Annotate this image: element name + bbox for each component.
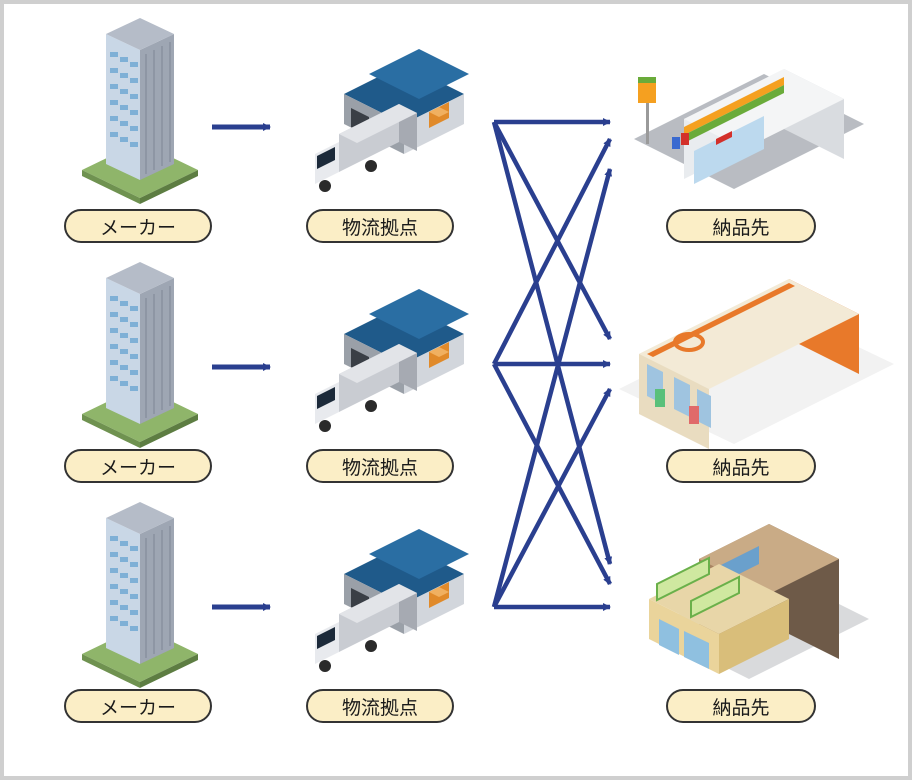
hub-label: 物流拠点 (306, 209, 454, 243)
flow-diagram (81, 17, 896, 689)
maker-building-icon (81, 17, 199, 205)
warehouse-truck-icon (315, 529, 469, 672)
destination-label: 納品先 (666, 449, 816, 483)
connection-arrow (491, 121, 613, 565)
destination-label: 納品先 (666, 689, 816, 723)
maker-label: メーカー (64, 209, 212, 243)
connection-arrow (492, 362, 612, 586)
hub-label: 物流拠点 (306, 689, 454, 723)
maker-building-icon (81, 261, 199, 449)
warehouse-truck-icon (315, 49, 469, 192)
maker-building-icon (81, 501, 199, 689)
convenience-store-icon (634, 69, 864, 189)
maker-label: メーカー (64, 449, 212, 483)
shopping-mall-icon (617, 277, 896, 451)
maker-label: メーカー (64, 689, 212, 723)
connection-arrow (491, 168, 613, 608)
connection-arrow (492, 387, 612, 609)
warehouse-truck-icon (315, 289, 469, 432)
destination-label: 納品先 (666, 209, 816, 243)
connection-arrow (492, 120, 612, 341)
hub-label: 物流拠点 (306, 449, 454, 483)
shop-building-icon (648, 523, 870, 680)
connection-arrow (492, 137, 612, 366)
distribution-arrows (491, 118, 613, 611)
